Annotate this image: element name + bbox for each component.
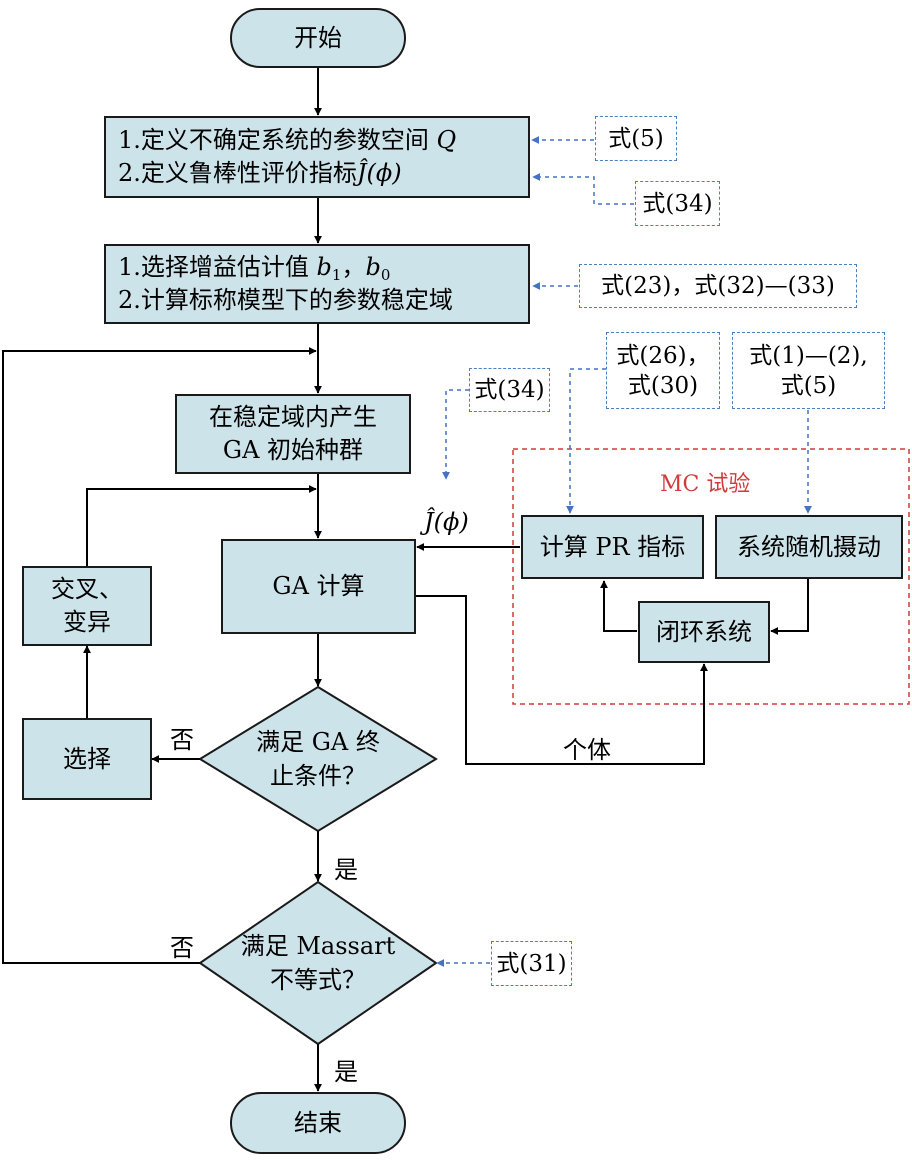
edge-massart-loop [2,347,317,964]
start-node: 开始 [230,8,406,68]
gain-node: 1.选择增益估计值 b1，b0 2.计算标称模型下的参数稳定域 [104,244,530,324]
select-label: 选择 [63,744,111,773]
edge-closed-pr [600,580,637,632]
ref-edge-eq34-mid [442,389,469,480]
define-line2: 2.定义鲁棒性评价指标Ĵ(ϕ) [118,159,402,187]
edge-crossover-ga [86,485,317,566]
edge-perturb-closed [770,578,809,635]
init-line1: 在稳定域内产生 [209,403,377,431]
yes-ga-label: 是 [334,856,358,884]
ref-eq5: 式(5) [595,116,677,161]
crossover-line1: 交叉、 [51,575,123,603]
ga-stop-text: 满足 GA 终 止条件？ [256,728,380,790]
ref-eq1-2-5: 式(1)—(2), 式(5) [732,332,885,409]
no-select-label: 否 [170,726,194,754]
init-population-node: 在稳定域内产生 GA 初始种群 [175,394,411,474]
ref-eq31: 式(31) [491,941,572,986]
ref-eq26-30: 式(26)， 式(30) [606,332,720,409]
select-node: 选择 [22,718,152,800]
ref-eq34-top: 式(34) [635,181,720,226]
j-phi-edge-label: Ĵ(ϕ) [424,508,469,536]
ga-compute-node: GA 计算 [221,539,416,634]
edge-ga-closed-loop [416,595,708,765]
no-massart-label: 否 [170,934,194,962]
ref-eq23-32-33: 式(23)，式(32)—(33) [579,264,857,308]
ref-eq34-mid: 式(34) [469,368,550,412]
ref-edge-eq34-top [532,173,634,205]
crossover-line2: 变异 [63,608,111,636]
massart-text: 满足 Massart 不等式？ [240,932,396,994]
yes-end-label: 是 [334,1058,358,1086]
define-line1: 1.定义不确定系统的参数空间 Q [118,126,457,154]
ref-edge-eq26 [566,368,606,514]
end-node: 结束 [230,1092,406,1154]
crossover-node: 交叉、 变异 [22,566,152,646]
ga-compute-label: GA 计算 [272,572,365,600]
calc-pr-node: 计算 PR 指标 [521,515,704,579]
init-line2: GA 初始种群 [222,436,364,464]
mc-group-title: MC 试验 [660,472,751,497]
perturb-node: 系统随机摄动 [715,515,903,579]
gain-line1: 1.选择增益估计值 b1，b0 [118,253,391,284]
q-symbol: Q [436,126,457,154]
mc-group-frame [512,448,910,705]
end-label: 结束 [294,1108,342,1137]
define-node: 1.定义不确定系统的参数空间 Q 2.定义鲁棒性评价指标Ĵ(ϕ) [104,116,530,198]
j-phi-symbol: Ĵ(ϕ) [356,159,402,187]
gain-line2: 2.计算标称模型下的参数稳定域 [118,286,453,314]
start-label: 开始 [294,23,342,52]
individual-edge-label: 个体 [563,736,611,764]
closed-loop-node: 闭环系统 [638,601,770,663]
